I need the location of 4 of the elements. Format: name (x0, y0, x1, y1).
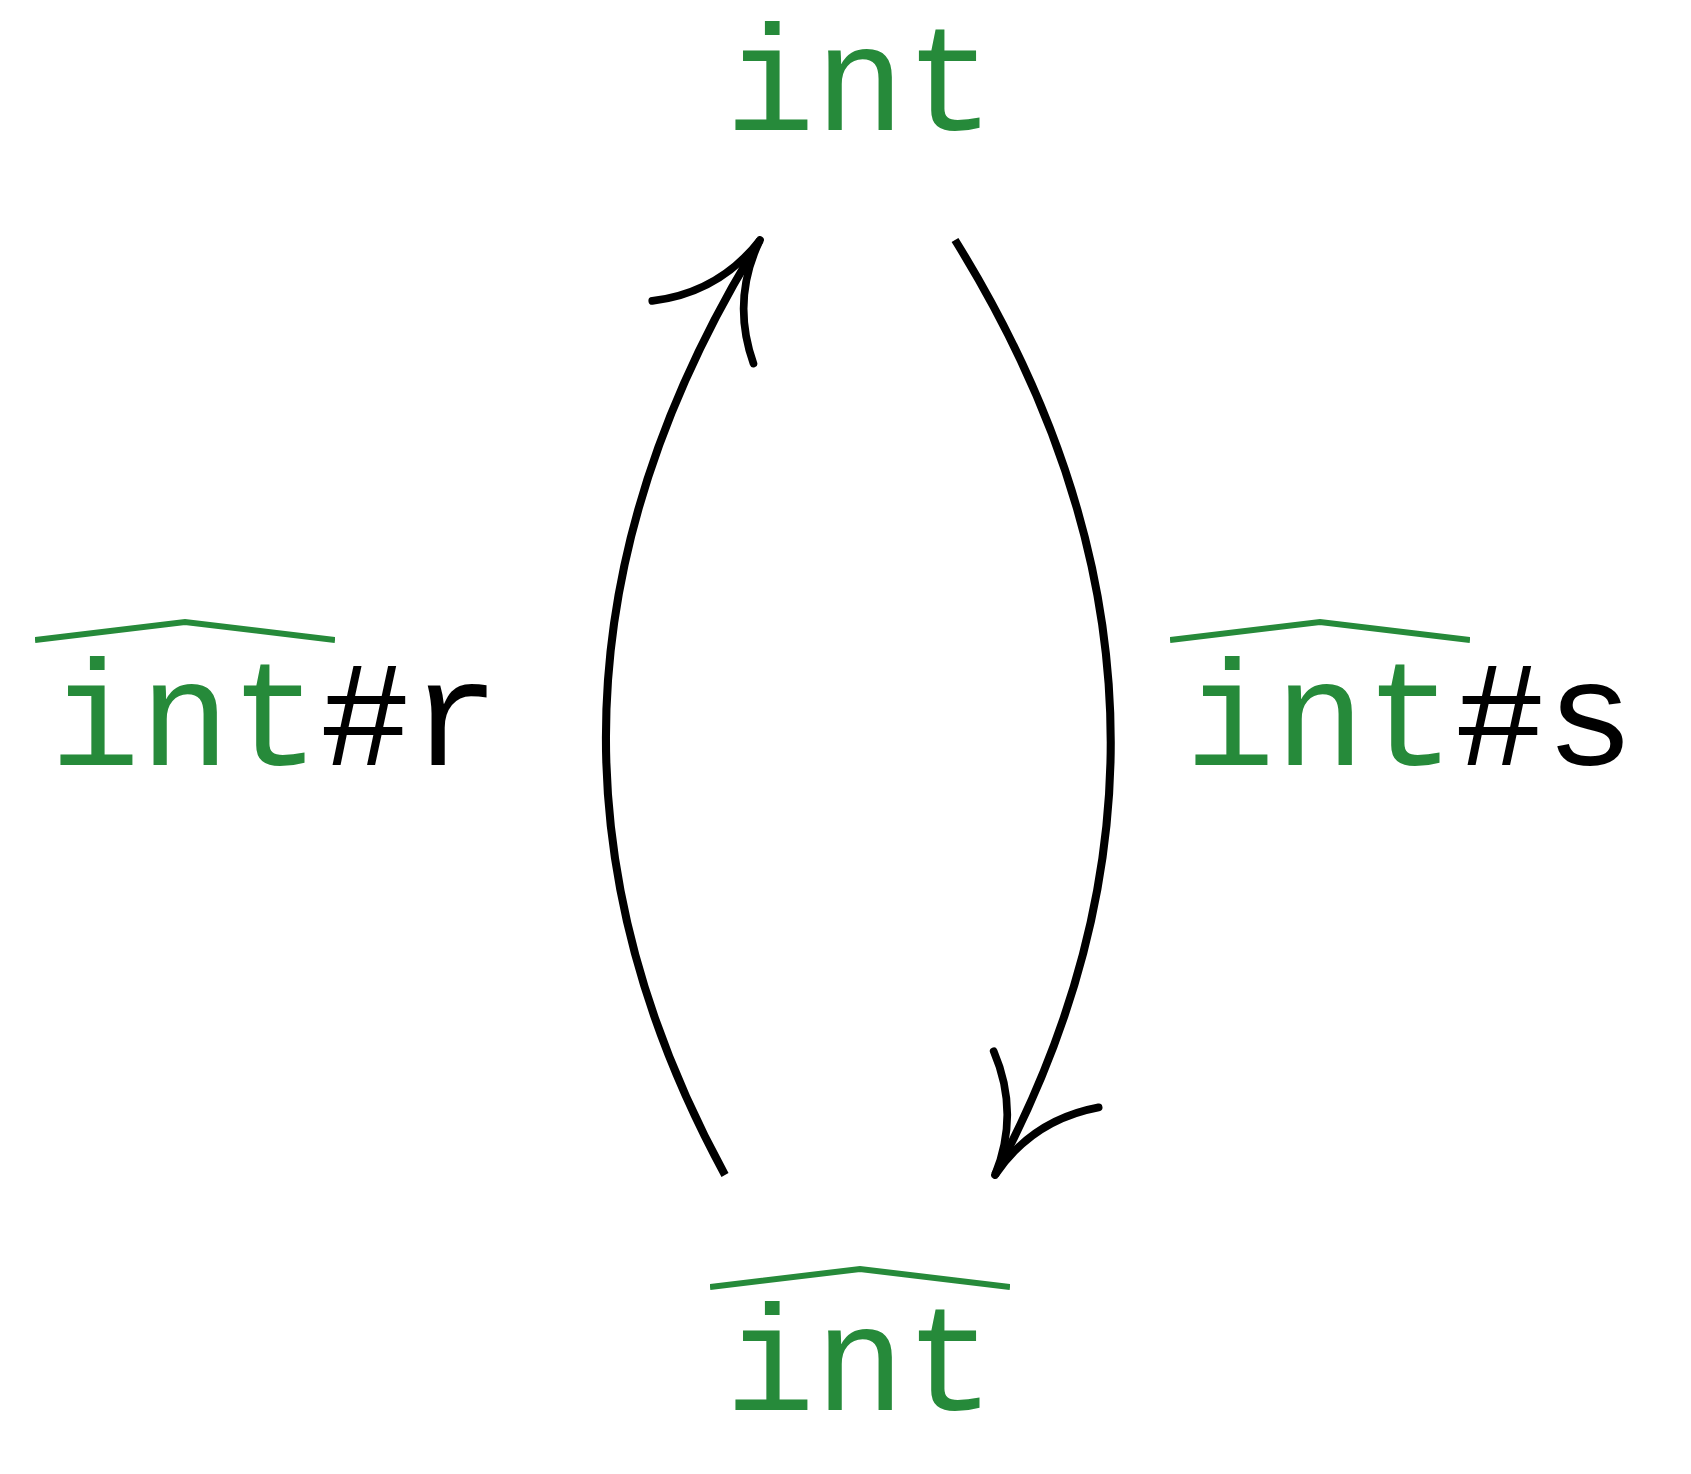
edge-label: int#r (50, 650, 501, 800)
type-label: int (725, 1295, 996, 1445)
type-label: int (725, 15, 996, 165)
edge-label: int#s (1185, 650, 1636, 800)
